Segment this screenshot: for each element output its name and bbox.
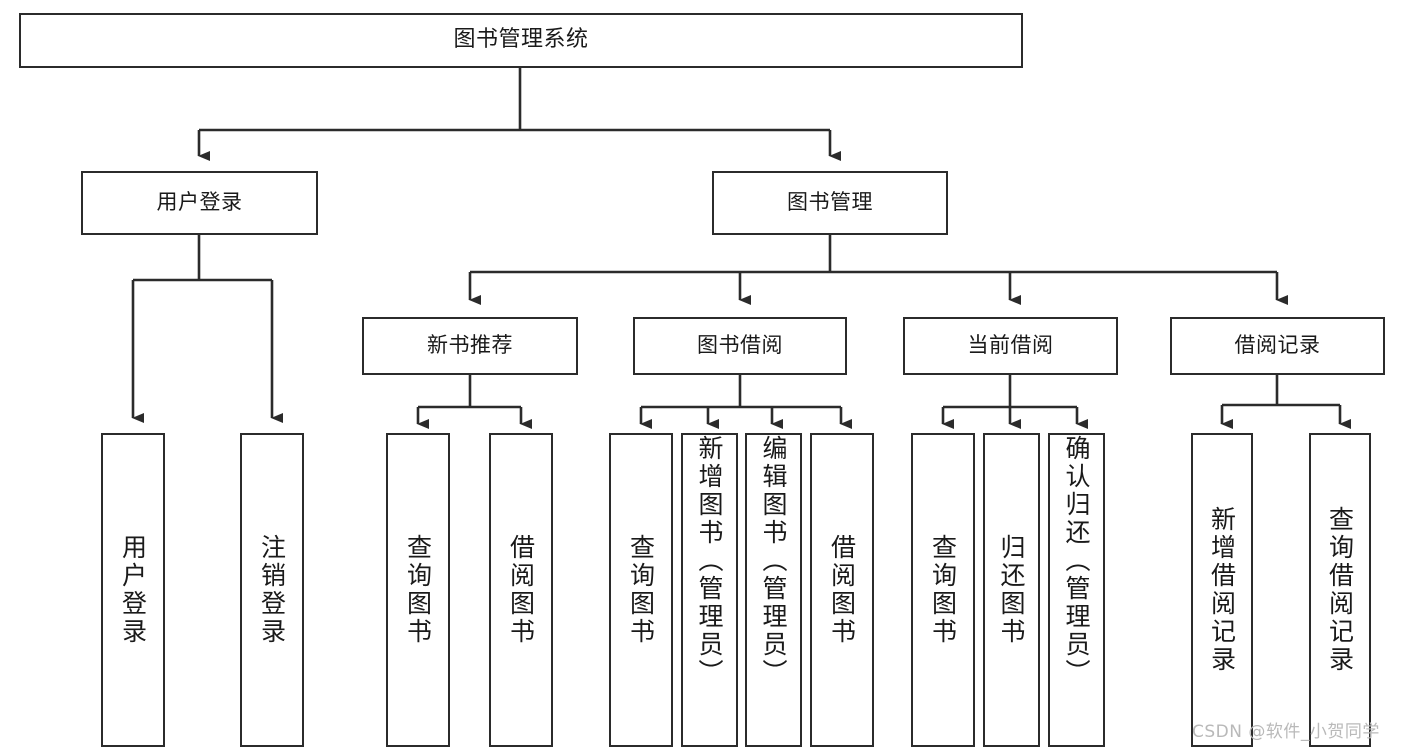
node-new-book-recommend[interactable]: 新书推荐 [362, 317, 578, 375]
node-root[interactable]: 图书管理系统 [19, 13, 1023, 68]
node-leaf-query-book-3-label: 查询图书 [928, 534, 958, 646]
node-leaf-borrow-book-1[interactable]: 借阅图书 [489, 433, 553, 747]
node-leaf-query-book-1-label: 查询图书 [403, 534, 433, 646]
node-leaf-query-book-1[interactable]: 查询图书 [386, 433, 450, 747]
node-leaf-borrow-book-1-label: 借阅图书 [506, 534, 536, 646]
node-root-label: 图书管理系统 [453, 27, 589, 53]
node-leaf-edit-book[interactable]: 编辑图书（管理员） [745, 433, 802, 747]
node-leaf-return-book[interactable]: 归还图书 [983, 433, 1040, 747]
node-leaf-add-record[interactable]: 新增借阅记录 [1191, 433, 1253, 747]
node-new-book-recommend-label: 新书推荐 [427, 333, 513, 358]
node-user-login[interactable]: 用户登录 [81, 171, 318, 235]
node-leaf-query-record-label: 查询借阅记录 [1325, 506, 1355, 674]
node-leaf-borrow-book-2-label: 借阅图书 [827, 534, 857, 646]
node-user-login-label: 用户登录 [156, 190, 243, 215]
node-leaf-query-book-3[interactable]: 查询图书 [911, 433, 975, 747]
node-leaf-query-book-2[interactable]: 查询图书 [609, 433, 673, 747]
node-book-manage-label: 图书管理 [787, 190, 873, 215]
csdn-watermark: CSDN @软件_小贺同学 [1192, 722, 1380, 742]
node-leaf-confirm-return-label: 确认归还（管理员） [1062, 435, 1091, 687]
node-current-borrow[interactable]: 当前借阅 [903, 317, 1118, 375]
node-leaf-add-book[interactable]: 新增图书（管理员） [681, 433, 738, 747]
node-leaf-edit-book-label: 编辑图书（管理员） [759, 435, 788, 687]
node-book-manage[interactable]: 图书管理 [712, 171, 948, 235]
node-borrow-record[interactable]: 借阅记录 [1170, 317, 1385, 375]
node-leaf-user-logout[interactable]: 注销登录 [240, 433, 304, 747]
node-leaf-query-book-2-label: 查询图书 [626, 534, 656, 646]
node-leaf-user-logout-label: 注销登录 [257, 534, 287, 646]
node-book-borrow[interactable]: 图书借阅 [633, 317, 847, 375]
node-leaf-confirm-return[interactable]: 确认归还（管理员） [1048, 433, 1105, 747]
node-current-borrow-label: 当前借阅 [967, 333, 1054, 358]
node-leaf-query-record[interactable]: 查询借阅记录 [1309, 433, 1371, 747]
node-leaf-user-login-label: 用户登录 [118, 534, 148, 646]
node-book-borrow-label: 图书借阅 [697, 333, 783, 358]
node-leaf-user-login[interactable]: 用户登录 [101, 433, 165, 747]
node-leaf-add-record-label: 新增借阅记录 [1207, 506, 1237, 674]
node-leaf-borrow-book-2[interactable]: 借阅图书 [810, 433, 874, 747]
node-borrow-record-label: 借阅记录 [1234, 333, 1321, 358]
node-leaf-return-book-label: 归还图书 [997, 534, 1026, 646]
node-leaf-add-book-label: 新增图书（管理员） [695, 435, 724, 687]
